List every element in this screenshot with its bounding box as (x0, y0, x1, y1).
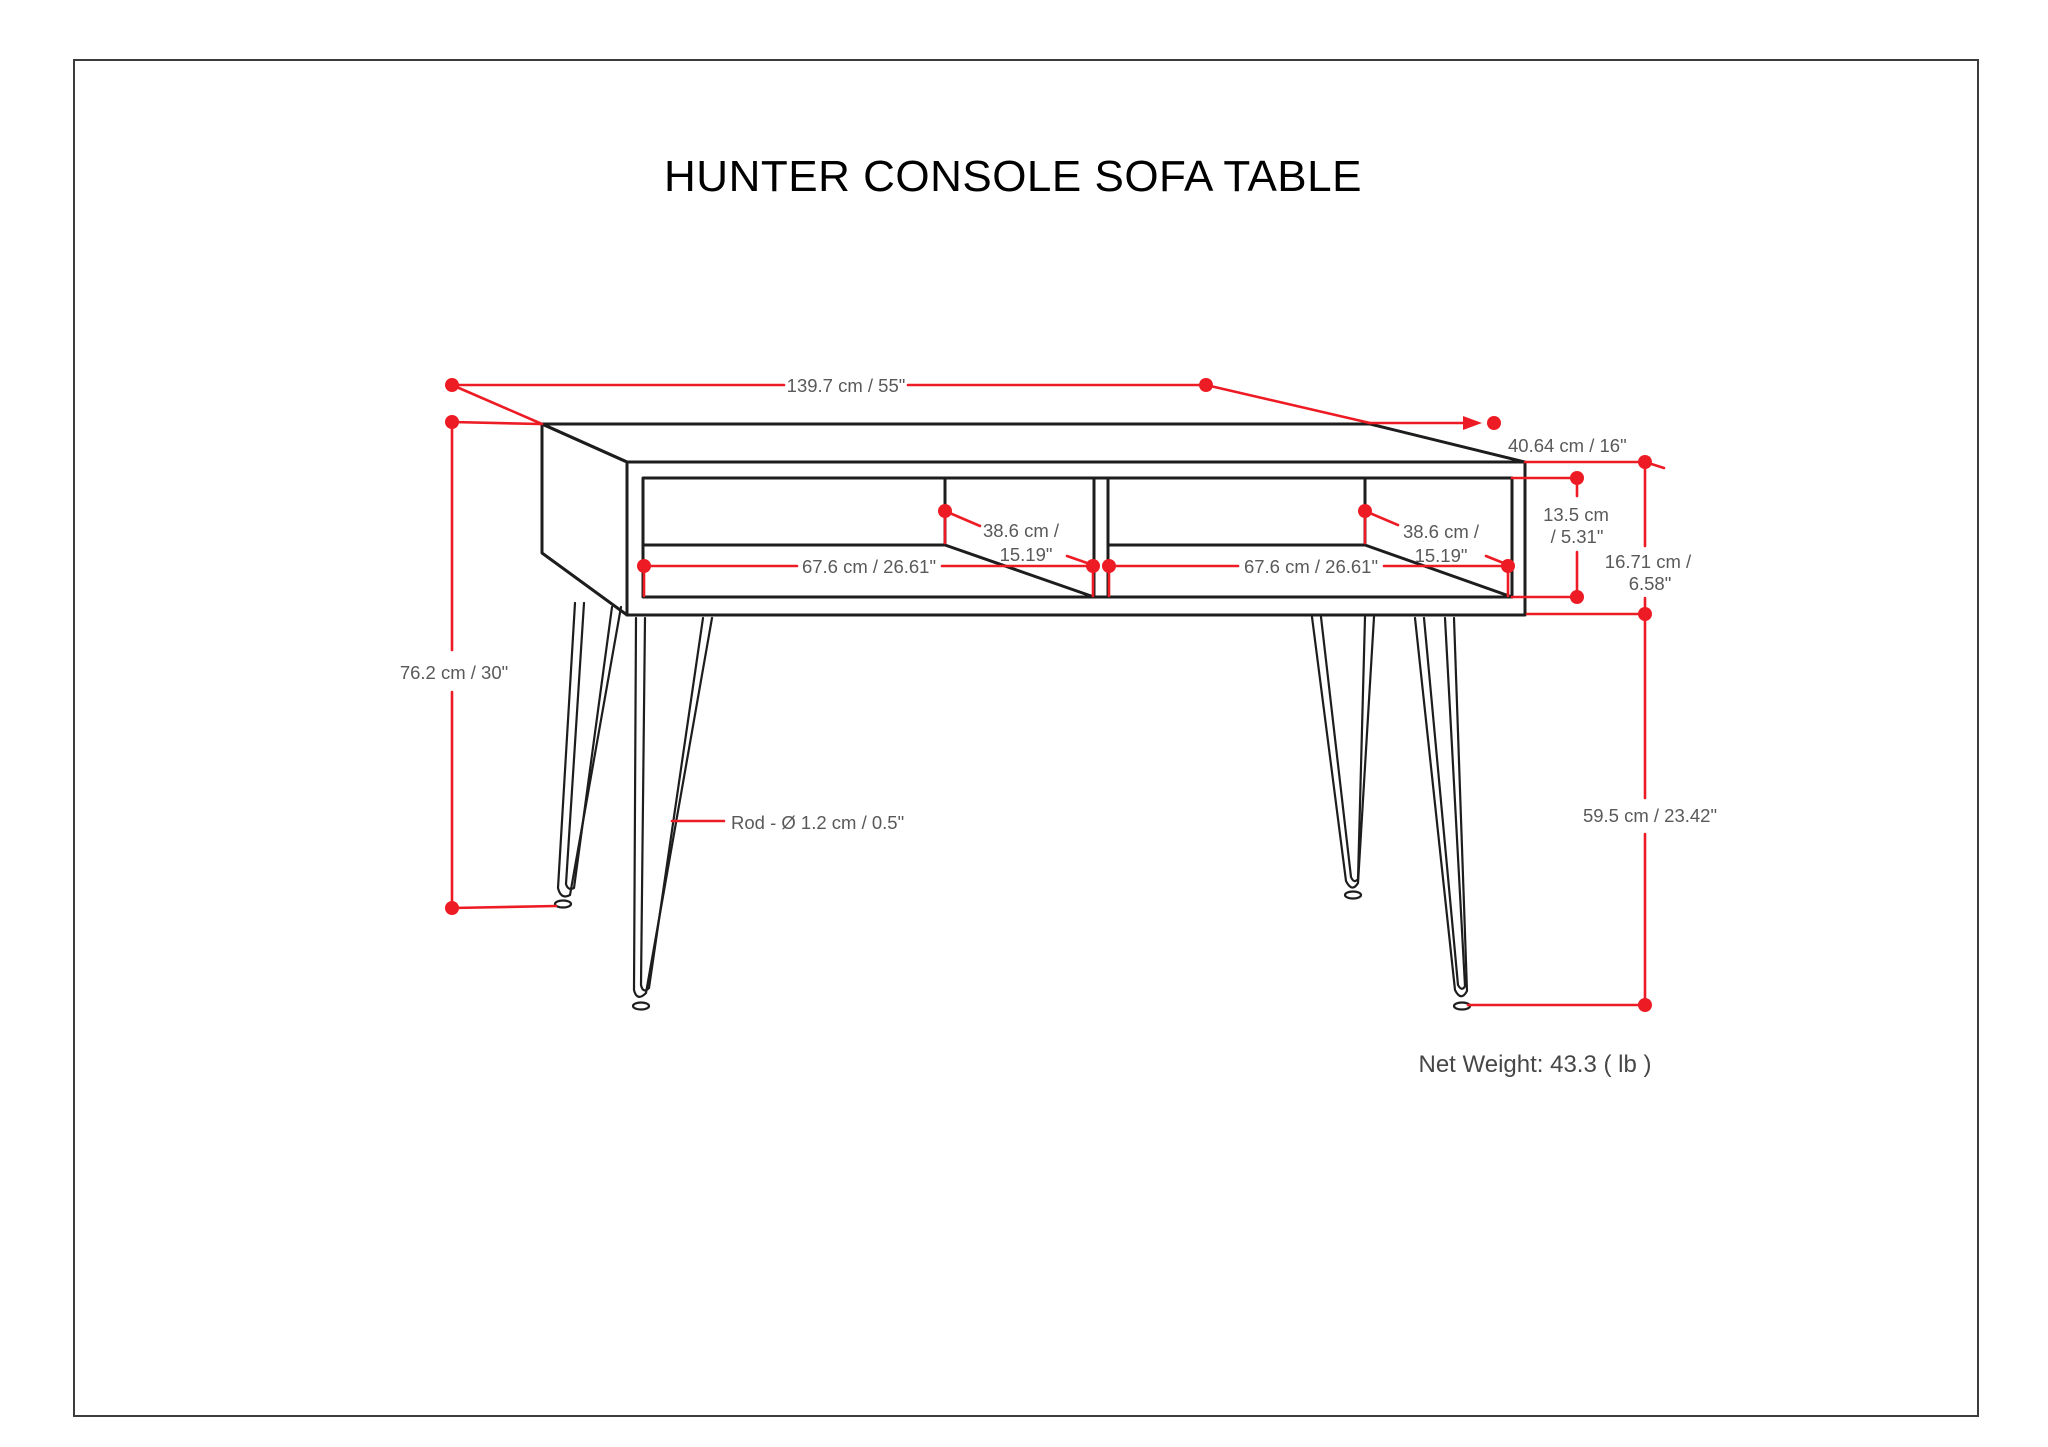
leg-foot-cap (553, 899, 573, 909)
leg-foot-cap (631, 1001, 651, 1011)
leg-front-left (631, 616, 714, 1011)
dim-opening-height-label-1: 13.5 cm (1543, 504, 1609, 525)
dim-shelf-depth-right: 38.6 cm / 15.19" (1358, 504, 1508, 566)
diagram-title: HUNTER CONSOLE SOFA TABLE (664, 152, 1362, 201)
dim-opening-height-label-2: / 5.31" (1551, 526, 1604, 547)
dim-overall-height: 76.2 cm / 30" (400, 415, 558, 915)
leg-front-right (1413, 616, 1472, 1011)
leg-back-left (553, 601, 623, 909)
cabinet-opening (641, 476, 1514, 599)
dim-opening-height: 13.5 cm / 5.31" (1510, 471, 1609, 604)
dim-leg-height: 59.5 cm / 23.42" (1466, 612, 1717, 1012)
dim-cabinet-height-label-1: 16.71 cm / (1605, 551, 1692, 572)
dim-cabinet-height-label-2: 6.58" (1629, 573, 1672, 594)
dim-shelf-depth-right-label-1: 38.6 cm / (1403, 521, 1480, 542)
dim-shelf-depth-left-label-1: 38.6 cm / (983, 520, 1060, 541)
dim-leg-height-label: 59.5 cm / 23.42" (1583, 805, 1717, 826)
dim-shelf-depth-left-label-2: 15.19" (1000, 544, 1053, 565)
dim-rod-diameter: Rod - Ø 1.2 cm / 0.5" (670, 812, 904, 833)
dim-opening-width-left-label: 67.6 cm / 26.61" (802, 556, 936, 577)
table-left-face (540, 422, 629, 617)
dim-overall-depth: 40.64 cm / 16" (1508, 435, 1666, 470)
dim-rod-diameter-label: Rod - Ø 1.2 cm / 0.5" (731, 812, 904, 833)
dim-overall-width-label: 139.7 cm / 55" (787, 375, 906, 396)
dim-overall-width: 139.7 cm / 55" (445, 375, 1501, 430)
leg-back-right (1310, 615, 1376, 900)
net-weight-label: Net Weight: 43.3 ( lb ) (1419, 1051, 1652, 1078)
table-drawing (540, 422, 1527, 1011)
leg-foot-cap (1343, 890, 1363, 900)
table-top-face (540, 422, 1527, 464)
table-front-face (625, 460, 1527, 617)
dim-shelf-depth-right-label-2: 15.19" (1415, 545, 1468, 566)
dim-opening-width-right-label: 67.6 cm / 26.61" (1244, 556, 1378, 577)
dim-overall-depth-label: 40.64 cm / 16" (1508, 435, 1627, 456)
dim-overall-height-label: 76.2 cm / 30" (400, 662, 508, 683)
dim-opening-width-left: 67.6 cm / 26.61" (637, 556, 1100, 598)
dim-cabinet-height: 16.71 cm / 6.58" (1525, 460, 1692, 621)
dim-shelf-depth-left: 38.6 cm / 15.19" (938, 504, 1092, 566)
page-border (73, 59, 1979, 1417)
